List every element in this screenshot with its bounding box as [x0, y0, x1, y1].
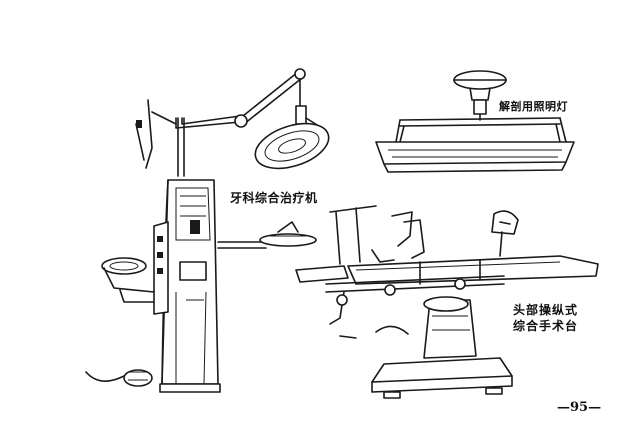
operating-table-label-line1: 头部操纵式	[513, 303, 579, 317]
operating-table-label-line2: 综合手术台	[513, 319, 579, 333]
page-number: —95—	[557, 400, 602, 415]
dental-unit-drawing	[85, 68, 330, 393]
surgical-lamp-drawing	[375, 70, 575, 173]
operating-table-drawing	[295, 205, 599, 399]
dental-unit-label: 牙科综合治疗机	[230, 191, 318, 205]
surgical-lamp-label: 解剖用照明灯	[499, 100, 568, 113]
